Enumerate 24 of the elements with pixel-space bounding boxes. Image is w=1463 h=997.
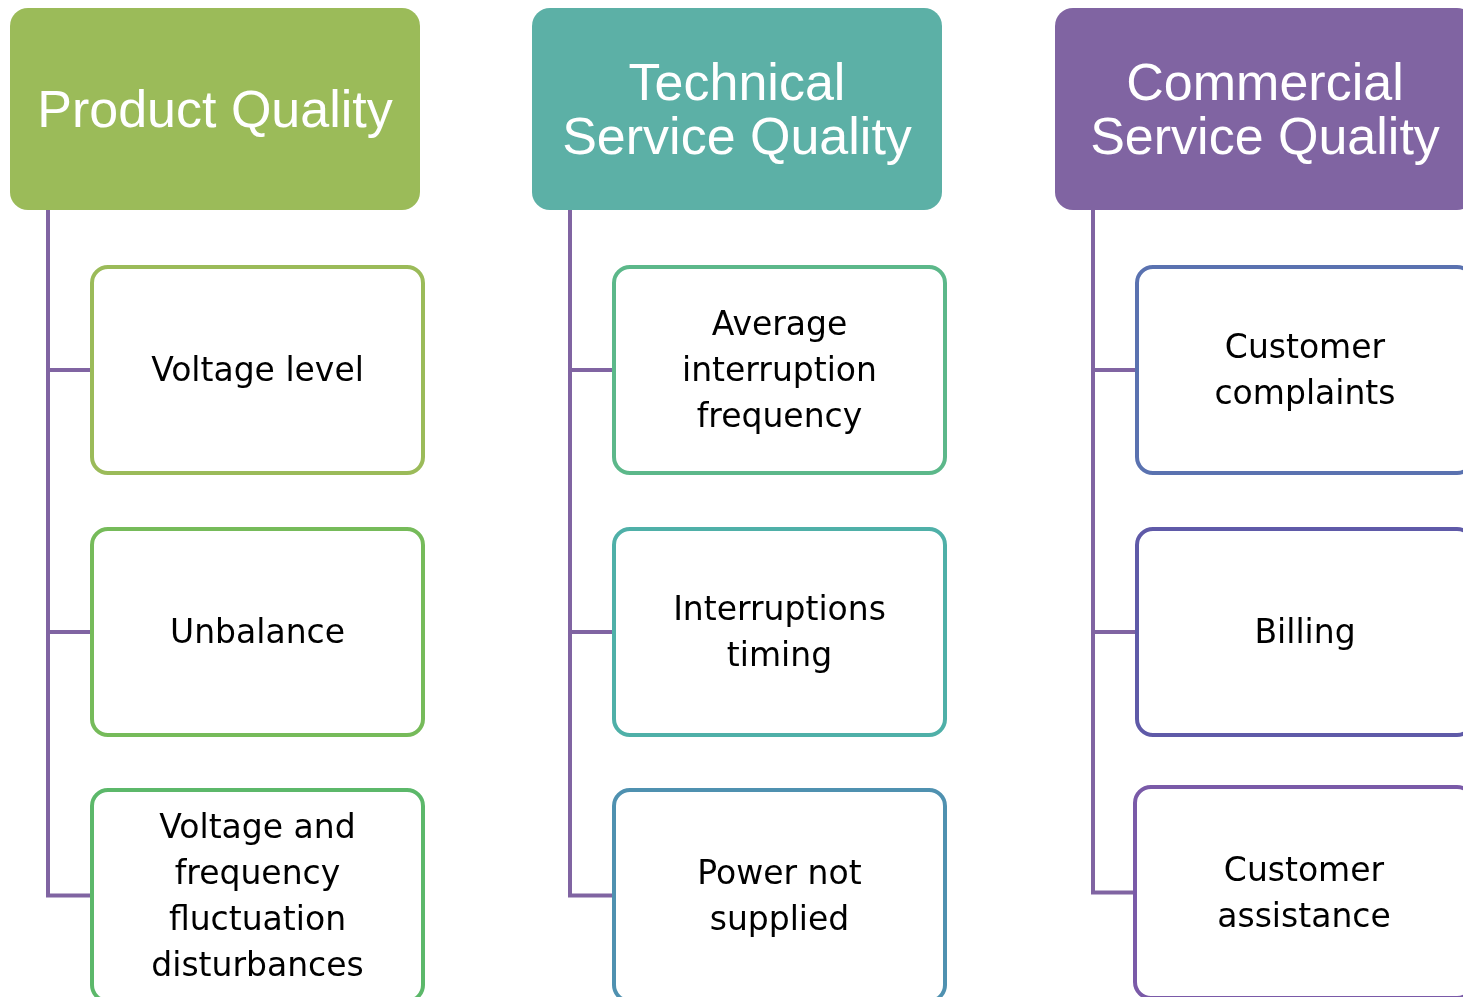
item-box [90,265,425,475]
item-box [1135,527,1463,737]
item-label: Customer assistance [1216,848,1392,937]
item-label: Customer complaints [1213,326,1397,414]
item-box [1133,785,1463,997]
category-title: Product Quality [37,82,393,136]
item-label: Billing [1254,611,1356,653]
item-label: Interruptions timing [672,588,887,676]
item-label: Voltage level [151,349,364,391]
item-label: Unbalance [170,611,345,653]
item-box [612,527,947,737]
item-label: Average interruption frequency [681,303,878,437]
category-header-box [532,8,942,210]
category-header-box [10,8,420,210]
category-title: Commercial Service Quality [1089,55,1441,163]
item-box [90,788,425,997]
item-box [612,788,947,997]
category-header-box [1055,8,1463,210]
item-box [90,527,425,737]
item-box [612,265,947,475]
item-label: Voltage and frequency fluctuation disturbances [150,805,365,986]
item-box [1135,265,1463,475]
item-label: Power not supplied [696,851,863,940]
category-title: Technical Service Quality [561,55,913,163]
